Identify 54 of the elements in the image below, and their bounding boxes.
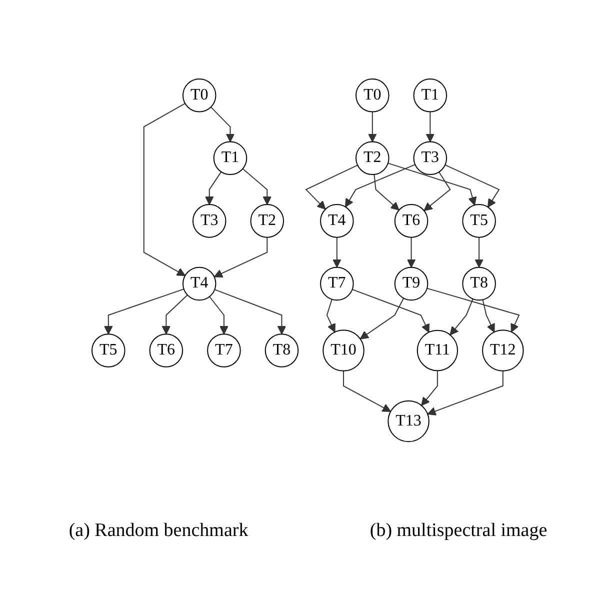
node-circle: T9 — [394, 266, 429, 300]
arrow — [343, 370, 392, 412]
arrow — [428, 370, 504, 416]
node-circle: T0 — [182, 78, 217, 112]
arrow — [450, 298, 474, 335]
arrow — [345, 164, 416, 207]
node-circle: T5 — [92, 333, 126, 368]
arrow — [144, 102, 186, 276]
node-circle: T4 — [320, 204, 354, 238]
arrow — [214, 288, 286, 334]
arrow — [306, 164, 358, 210]
arrow — [407, 236, 416, 268]
node-circle: T13 — [388, 400, 430, 442]
node-circle: T3 — [192, 204, 227, 238]
arrow — [360, 297, 404, 339]
node-circle: T8 — [462, 266, 496, 300]
node-circle: T1 — [214, 140, 248, 175]
arrow — [242, 168, 272, 205]
node-circle: T7 — [207, 333, 242, 368]
caption: (a) Random benchmark — [68, 520, 248, 542]
arrow — [214, 236, 268, 278]
node-circle: T2 — [250, 204, 284, 238]
node-circle: T3 — [414, 140, 448, 175]
node-circle: T12 — [482, 329, 524, 372]
arrow — [104, 288, 185, 334]
arrow — [352, 288, 430, 332]
node-circle: T7 — [320, 266, 354, 300]
arrow — [426, 287, 520, 332]
arrow — [475, 236, 484, 268]
arrow — [421, 370, 438, 406]
arrow — [332, 236, 342, 268]
node-circle: T8 — [265, 333, 299, 368]
node-circle: T2 — [356, 140, 390, 175]
arrow — [444, 164, 500, 208]
caption: (b) multispectral image — [370, 520, 548, 542]
node-circle: T6 — [150, 333, 184, 368]
arrow — [205, 170, 222, 205]
node-circle: T5 — [462, 204, 496, 238]
node-circle: T11 — [417, 330, 458, 371]
arrow — [209, 296, 229, 334]
node-circle: T10 — [322, 329, 365, 372]
arrow — [424, 171, 452, 211]
arrow — [162, 294, 188, 334]
arrow — [326, 298, 336, 332]
arrow — [210, 106, 235, 142]
arrow — [388, 162, 478, 206]
arrow — [482, 298, 496, 332]
node-circle: T0 — [356, 78, 390, 112]
arrow — [374, 174, 400, 210]
arrow — [426, 110, 435, 142]
node-circle: T1 — [414, 78, 448, 112]
arrow — [368, 110, 378, 142]
node-circle: T6 — [394, 204, 429, 238]
node-circle: T4 — [182, 266, 217, 300]
